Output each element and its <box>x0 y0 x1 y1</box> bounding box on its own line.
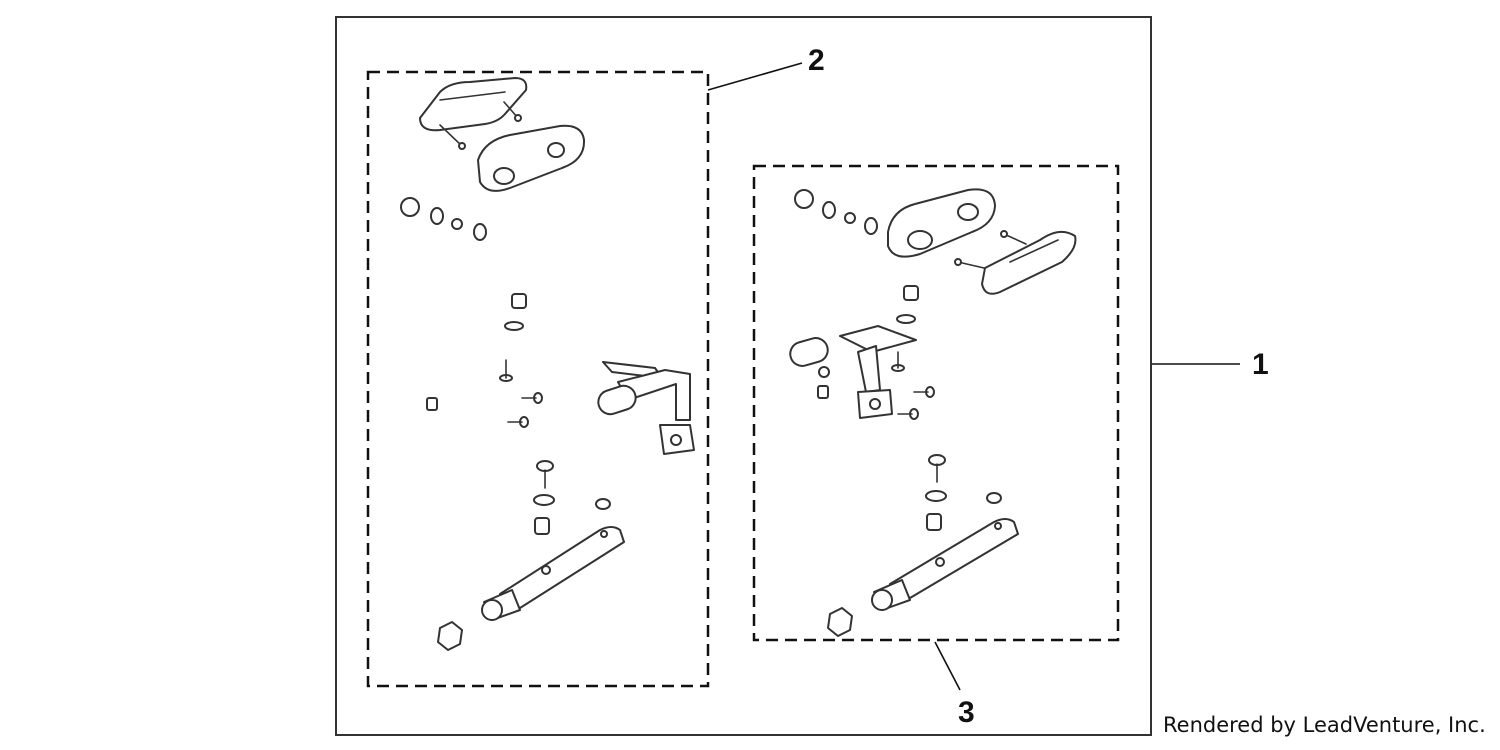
leader-line-2 <box>707 62 803 91</box>
right-bolt-3 <box>897 408 919 420</box>
right-bolt-1 <box>891 351 905 372</box>
left-set-box <box>366 70 710 688</box>
right-mount-plate <box>954 230 1077 295</box>
left-lower-washer-2 <box>595 498 611 510</box>
left-washers <box>400 197 487 241</box>
left-collar <box>511 293 527 309</box>
left-lower-bolt <box>536 460 554 489</box>
left-bracket-cover <box>477 124 586 192</box>
right-bracket-cover <box>887 188 996 258</box>
right-nut-small <box>817 385 829 399</box>
left-lower-bar <box>481 526 625 621</box>
right-end-nut <box>827 607 853 637</box>
left-bolt-3 <box>507 416 529 428</box>
left-washer-small <box>504 321 524 331</box>
left-end-nut <box>437 621 463 651</box>
leader-line-3 <box>934 641 961 691</box>
left-mount-plate <box>419 77 528 150</box>
callout-2: 2 <box>808 44 825 77</box>
left-bolt-2 <box>521 392 543 404</box>
render-credit: Rendered by LeadVenture, Inc. <box>1163 713 1486 737</box>
left-lower-collar <box>534 517 550 535</box>
right-lower-washer <box>925 490 947 502</box>
right-footpeg <box>789 325 917 419</box>
right-collar <box>903 285 919 301</box>
left-footpeg <box>597 361 695 455</box>
right-washer-stack <box>818 366 830 378</box>
right-lower-washer-2 <box>986 492 1002 504</box>
left-bolt-1 <box>499 359 513 382</box>
right-washers <box>794 189 878 235</box>
right-lower-bar <box>871 518 1019 611</box>
left-nut-small <box>426 397 438 411</box>
kit-frame <box>335 16 1152 736</box>
right-lower-bolt <box>928 454 946 483</box>
right-bolt-2 <box>913 386 935 398</box>
callout-1: 1 <box>1252 348 1269 381</box>
right-set-parts <box>789 188 1077 637</box>
left-set-parts <box>400 77 695 651</box>
right-set-box <box>752 164 1120 642</box>
right-washer-small <box>896 314 916 324</box>
callout-3: 3 <box>958 696 975 729</box>
left-lower-washer <box>533 494 555 506</box>
right-lower-collar <box>926 513 942 531</box>
